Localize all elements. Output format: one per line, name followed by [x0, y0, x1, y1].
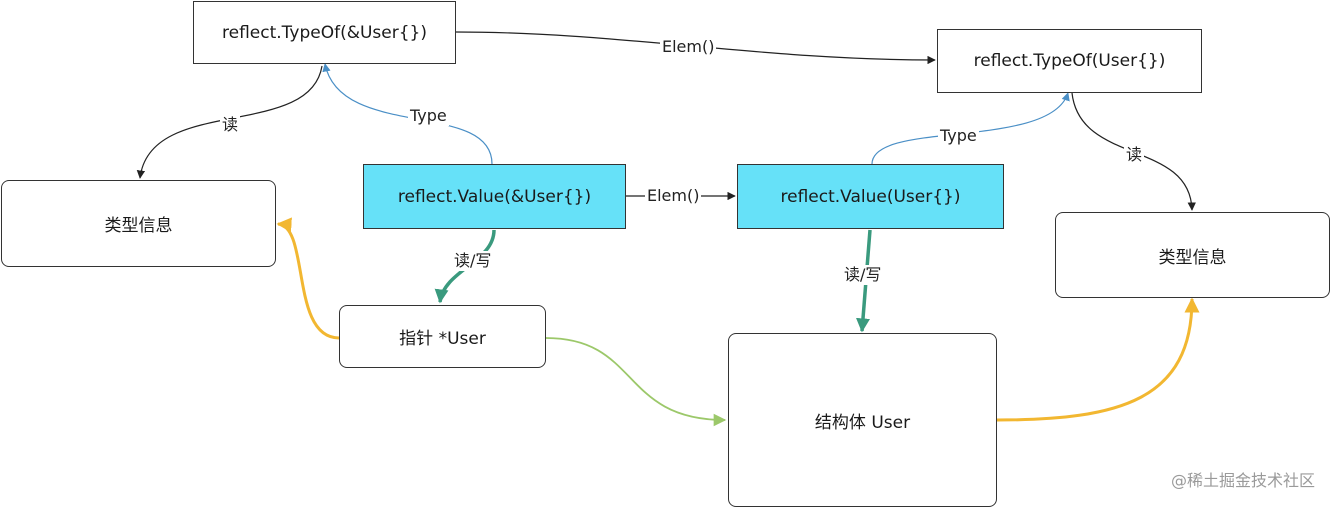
label-rw-left: 读/写 — [452, 251, 494, 271]
label-read-left: 读 — [220, 115, 241, 135]
node-pointer-user: 指针 *User — [339, 305, 546, 368]
label-type-right: Type — [938, 126, 979, 146]
label-elem-mid: Elem() — [645, 186, 702, 206]
label-rw-right: 读/写 — [842, 265, 884, 285]
node-typeinfo-right: 类型信息 — [1055, 212, 1330, 298]
node-value-struct: reflect.Value(User{}) — [737, 164, 1004, 229]
label-elem-top: Elem() — [660, 37, 717, 57]
edge-struct-to-typeinfo — [996, 297, 1200, 422]
node-struct-user: 结构体 User — [728, 333, 997, 507]
label-read-right: 读 — [1124, 145, 1145, 165]
label-type-left: Type — [408, 106, 449, 126]
edge-pointer-to-typeinfo — [276, 217, 340, 340]
node-typeof-struct: reflect.TypeOf(User{}) — [937, 29, 1202, 93]
watermark: @稀土掘金技术社区 — [1170, 471, 1315, 490]
node-typeof-pointer: reflect.TypeOf(&User{}) — [193, 1, 456, 64]
edge-pointer-to-struct — [545, 337, 727, 427]
node-value-pointer: reflect.Value(&User{}) — [363, 164, 626, 229]
node-typeinfo-left: 类型信息 — [1, 180, 276, 267]
